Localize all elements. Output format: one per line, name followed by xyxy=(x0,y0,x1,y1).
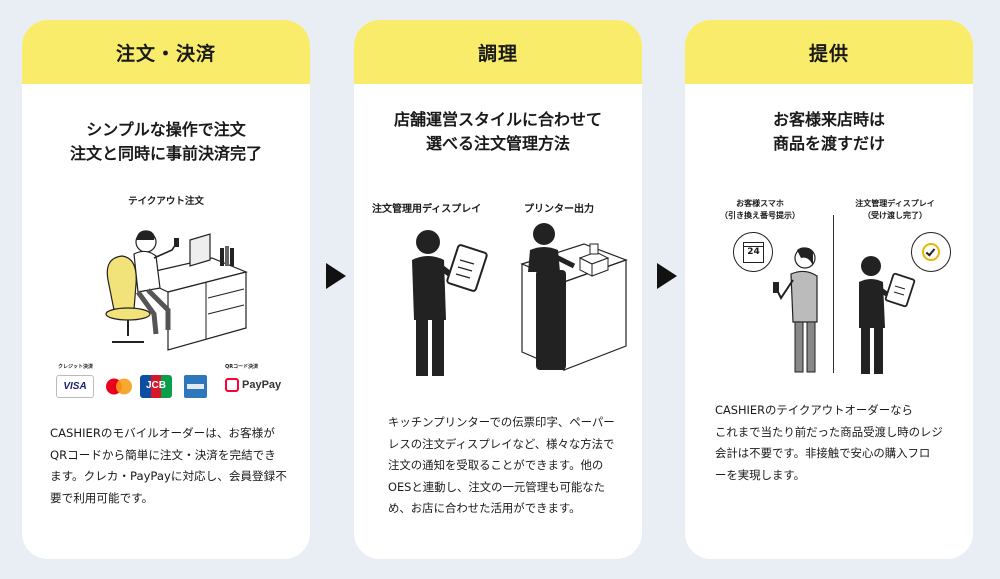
visa-logo: VISA xyxy=(56,375,94,398)
credit-payment-label: クレジット決済 xyxy=(58,364,94,370)
card-description: キッチンプリンターでの伝票印字、ペーパー レスの注文ディスプレイなど、様々な方法… xyxy=(388,415,615,515)
person-at-desk-illustration xyxy=(105,230,248,351)
divider xyxy=(833,215,834,373)
card-headline: お客様来店時は 商品を渡すだけ xyxy=(772,110,885,153)
order-number-bubble: 24 xyxy=(733,232,773,272)
jcb-logo: JCB xyxy=(140,375,172,398)
card-title: 調理 xyxy=(354,20,642,84)
check-icon xyxy=(922,243,940,261)
card-cooking: 調理 店舗運営スタイルに合わせて 選べる注文管理方法 注文管理用ディスプレイ プ… xyxy=(354,20,642,559)
staff-with-tablet-illustration xyxy=(412,230,488,376)
card-title: 提供 xyxy=(685,20,973,84)
staff-with-tablet-illustration xyxy=(859,256,916,374)
card-title: 注文・決済 xyxy=(22,20,310,84)
qr-payment-label: QRコード決済 xyxy=(225,364,259,370)
mastercard-logo xyxy=(106,378,132,395)
paypay-logo: PayPay xyxy=(225,375,283,398)
display-label: 注文管理用ディスプレイ xyxy=(372,204,482,215)
flow-arrow-icon xyxy=(326,263,346,289)
card-description: CASHIERのモバイルオーダーは、お客様が QRコードから簡単に注文・決済を完… xyxy=(50,426,287,505)
staff-with-printer-illustration xyxy=(520,223,628,371)
customer-illustration xyxy=(773,247,818,373)
completion-bubble xyxy=(911,232,951,272)
flow-arrow-icon xyxy=(657,263,677,289)
amex-logo xyxy=(184,375,207,398)
handover-display-label: 注文管理ディスプレイ （受け渡し完了） xyxy=(855,199,935,220)
printer-label: プリンター出力 xyxy=(524,204,594,215)
card-description: CASHIERのテイクアウトオーダーなら これまで当たり前だった商品受渡し時のレ… xyxy=(715,403,943,482)
card-headline: シンプルな操作で注文 注文と同時に事前決済完了 xyxy=(69,120,262,163)
card-serving: 提供 お客様来店時は 商品を渡すだけ お客様スマホ （引き換え番号提示） 注文管… xyxy=(685,20,973,559)
illustration-label: テイクアウト注文 xyxy=(128,196,204,207)
staff-body xyxy=(536,270,566,370)
card-headline: 店舗運営スタイルに合わせて 選べる注文管理方法 xyxy=(393,110,602,153)
paypay-icon xyxy=(225,378,239,392)
calendar-icon: 24 xyxy=(743,242,764,263)
customer-phone-label: お客様スマホ （引き換え番号提示） xyxy=(720,199,800,220)
card-order-payment: 注文・決済 シンプルな操作で注文 注文と同時に事前決済完了 テイクアウト注文 xyxy=(22,20,310,559)
